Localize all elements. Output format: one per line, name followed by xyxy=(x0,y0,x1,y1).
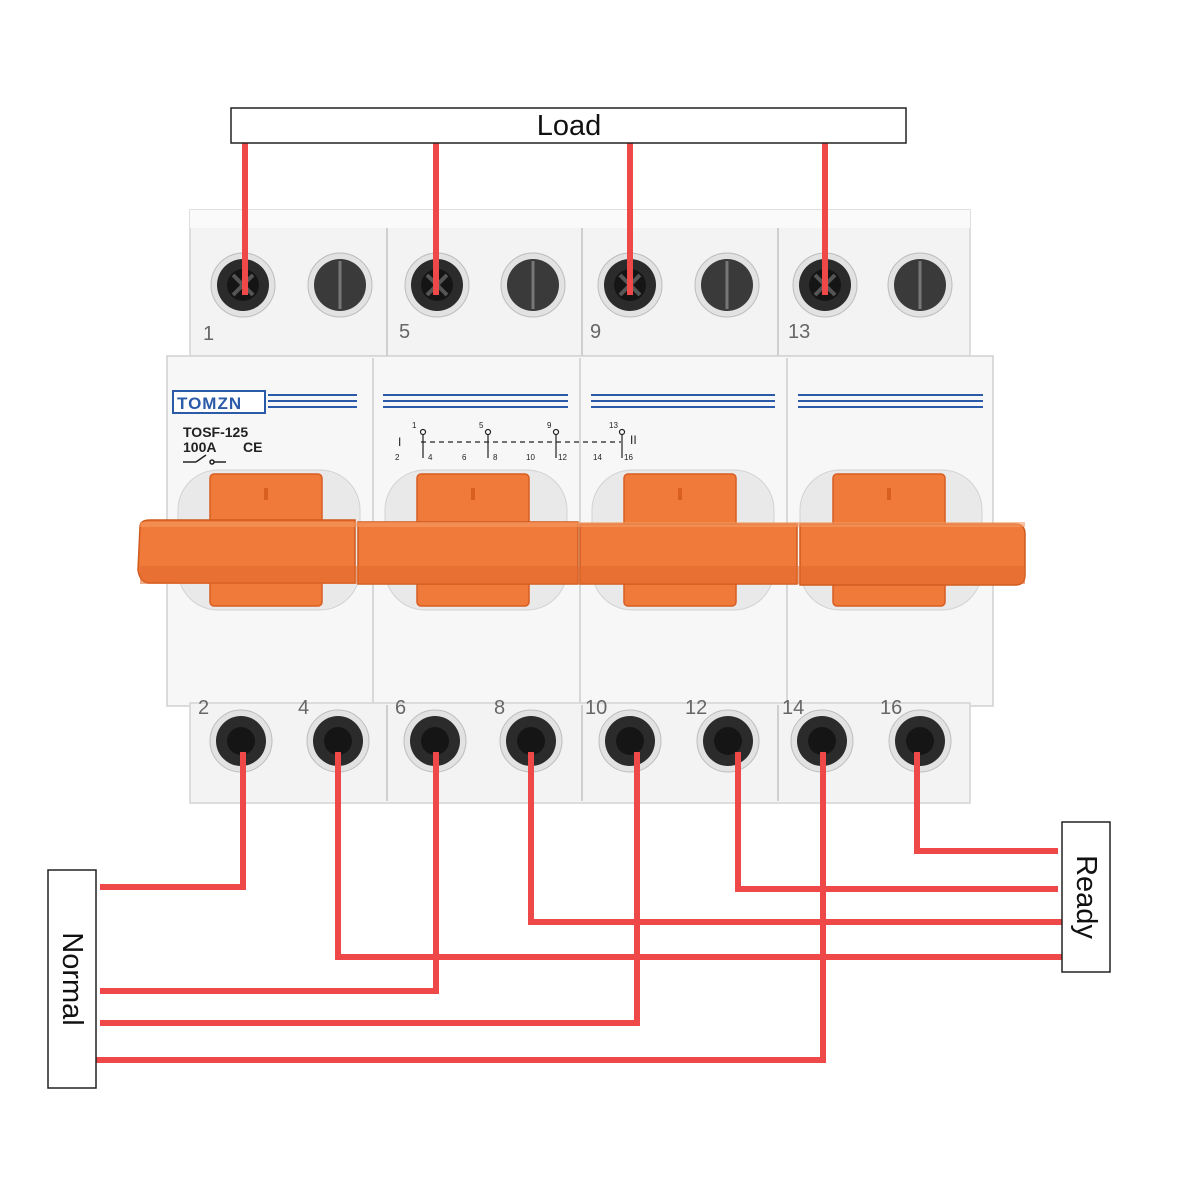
schematic-top-number: 5 xyxy=(479,421,484,430)
schematic-bottom-number: 4 xyxy=(428,453,433,462)
schematic-top-number: 9 xyxy=(547,421,552,430)
terminal-number-5: 5 xyxy=(399,321,410,343)
brand-name: TOMZN xyxy=(177,394,242,413)
top-terminal-1 xyxy=(210,252,276,318)
terminal-number-13: 13 xyxy=(788,321,810,343)
model-number: TOSF-125 xyxy=(183,424,248,440)
brand-logo: TOMZN xyxy=(172,390,266,414)
ready-label: Ready xyxy=(1070,855,1102,939)
schematic-bottom-number: 12 xyxy=(558,453,567,462)
normal-label: Normal xyxy=(56,932,88,1025)
normal-wire-2 xyxy=(100,752,246,890)
schematic-bottom-number: 2 xyxy=(395,453,400,462)
terminal-number-2: 2 xyxy=(198,697,209,719)
schematic-bottom-number: 8 xyxy=(493,453,498,462)
blue-stripes xyxy=(268,394,983,408)
load-label-box: Load xyxy=(230,107,907,144)
terminal-number-8: 8 xyxy=(494,697,505,719)
terminal-number-12: 12 xyxy=(685,697,707,719)
ready-wire-16 xyxy=(914,752,1058,854)
schematic-bottom-number: 14 xyxy=(593,453,602,462)
terminal-number-10: 10 xyxy=(585,697,607,719)
current-rating: 100A xyxy=(183,439,216,455)
transfer-handle[interactable] xyxy=(137,519,1026,586)
load-label: Load xyxy=(537,110,602,142)
top-terminal-unused xyxy=(887,252,953,318)
ready-wire-8 xyxy=(528,752,1062,925)
ready-wire-4 xyxy=(335,752,1062,960)
schematic-bottom-number: 6 xyxy=(462,453,467,462)
terminal-number-9: 9 xyxy=(590,321,601,343)
ready-label-box: Ready xyxy=(1061,821,1111,973)
schematic-top-number: 13 xyxy=(609,421,618,430)
top-terminal-unused xyxy=(307,252,373,318)
schematic-bottom-number: 10 xyxy=(526,453,535,462)
terminal-number-4: 4 xyxy=(298,697,309,719)
changeover-switch: 1 5 9 13 TOMZN TOSF-125 100A xyxy=(137,209,1026,804)
schematic-bottom-number: 16 xyxy=(624,453,633,462)
ready-wire-12 xyxy=(735,752,1058,892)
normal-wire-14 xyxy=(94,752,826,1063)
terminal-number-14: 14 xyxy=(782,697,804,719)
normal-wire-6 xyxy=(100,752,439,994)
terminal-number-1: 1 xyxy=(203,323,214,345)
top-terminal-unused xyxy=(500,252,566,318)
ce-mark: CE xyxy=(243,439,262,455)
schematic-position-one: I xyxy=(398,435,401,449)
terminal-number-6: 6 xyxy=(395,697,406,719)
top-terminal-unused xyxy=(694,252,760,318)
switch-symbol xyxy=(183,454,226,465)
schematic-position-two: II xyxy=(630,433,637,447)
schematic: I II 1 5 9 13 2 4 6 8 10 12 14 16 xyxy=(395,421,637,462)
normal-label-box: Normal xyxy=(47,869,97,1089)
terminal-number-16: 16 xyxy=(880,697,902,719)
wires xyxy=(94,143,1062,1063)
normal-wire-10 xyxy=(100,752,640,1026)
schematic-top-number: 1 xyxy=(412,421,417,430)
